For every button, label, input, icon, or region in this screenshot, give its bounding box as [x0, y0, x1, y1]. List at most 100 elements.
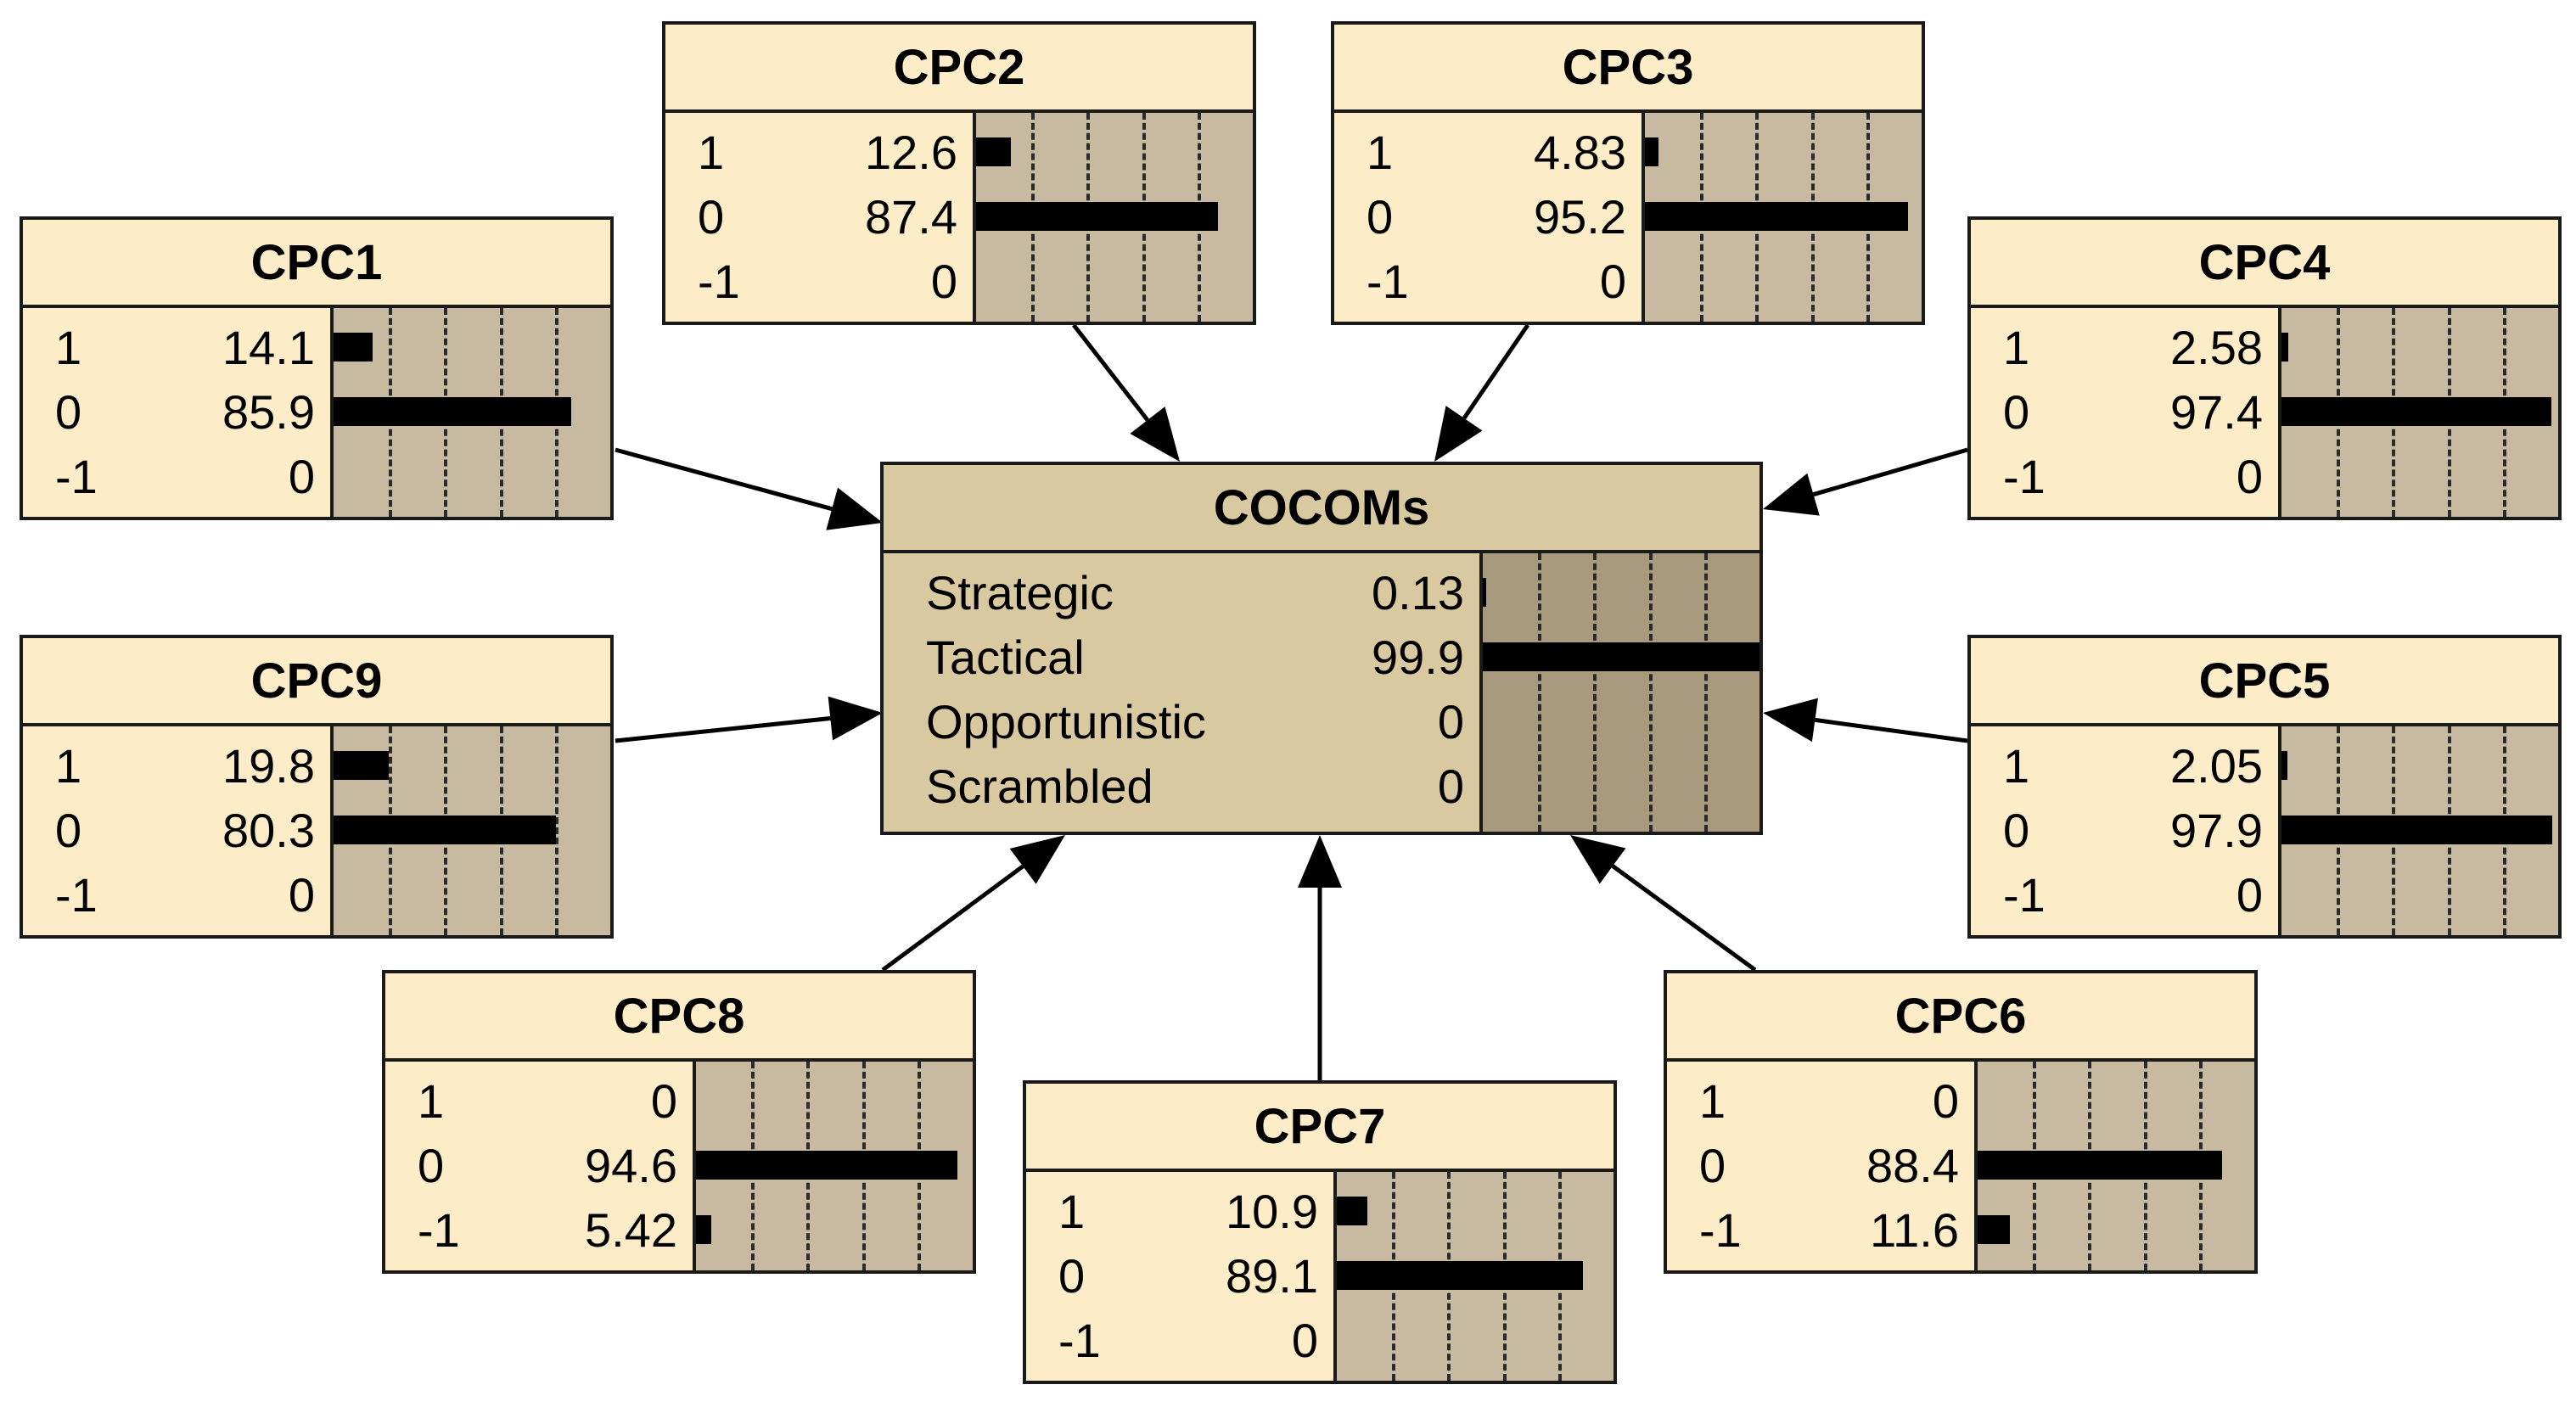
edge-line	[1815, 717, 1968, 743]
bar-gridline	[1593, 553, 1597, 832]
state-label: 0	[418, 1139, 445, 1192]
node-title: CPC1	[23, 220, 610, 308]
probability-bar	[334, 397, 572, 426]
arrowhead	[1763, 473, 1820, 516]
state-value: 2.58	[2170, 321, 2263, 374]
edge-cpc9-cocoms	[615, 696, 883, 743]
edge-line	[615, 715, 831, 743]
edge-line	[1611, 864, 1757, 973]
probability-bar	[696, 1151, 958, 1180]
state-value: 97.4	[2170, 385, 2263, 439]
probability-bars	[334, 308, 610, 517]
state-label: Strategic	[926, 566, 1114, 619]
state-row: -1 0	[1971, 862, 2278, 927]
state-label: -1	[418, 1203, 460, 1257]
state-value: 19.8	[222, 739, 315, 793]
state-label: 1	[1367, 126, 1394, 179]
state-label: -1	[1058, 1314, 1101, 1367]
edge-line	[881, 864, 1024, 973]
state-label: 1	[1058, 1185, 1086, 1238]
state-label: -1	[1699, 1203, 1742, 1257]
probability-bar	[2281, 816, 2553, 844]
state-label: 1	[1699, 1074, 1726, 1128]
edge-line	[1072, 323, 1149, 422]
state-label: 0	[2003, 385, 2030, 439]
node-title: CPC4	[1971, 220, 2558, 308]
edge-cpc7-cocoms	[1298, 835, 1342, 1080]
state-label: 1	[698, 126, 725, 179]
state-value: 0	[2236, 868, 2263, 922]
edge-cpc1-cocoms	[615, 447, 883, 530]
probability-bars	[2281, 726, 2558, 935]
probability-bars	[976, 113, 1253, 322]
state-label: 1	[2003, 739, 2030, 793]
state-label: 0	[2003, 804, 2030, 857]
state-value: 88.4	[1866, 1139, 1959, 1192]
state-row: -1 5.42	[385, 1197, 693, 1262]
state-label: -1	[55, 868, 98, 922]
state-value: 5.42	[585, 1203, 677, 1257]
probability-bar	[2281, 751, 2287, 780]
probability-bar	[1337, 1261, 1584, 1290]
edge-line	[615, 447, 833, 512]
node-title: CPC7	[1026, 1084, 1614, 1172]
state-label: 0	[55, 804, 82, 857]
arrowhead	[1298, 835, 1342, 888]
node-title: CPC9	[23, 638, 610, 726]
probability-bars	[1337, 1172, 1614, 1381]
probability-bar	[976, 137, 1012, 166]
state-label: -1	[2003, 868, 2046, 922]
state-value: 0	[1437, 760, 1464, 813]
state-label: Opportunistic	[926, 695, 1206, 748]
probability-bar	[2281, 333, 2289, 362]
state-value: 89.1	[1226, 1249, 1318, 1303]
probability-bar	[1978, 1215, 2010, 1244]
probability-bar	[2281, 397, 2551, 426]
probability-bar	[696, 1215, 711, 1244]
probability-bars	[2281, 308, 2558, 517]
edge-line	[1462, 323, 1530, 420]
state-value: 12.6	[865, 126, 957, 179]
state-value: 80.3	[222, 804, 315, 857]
node-title: CPC2	[665, 25, 1253, 113]
probability-bar	[334, 751, 389, 780]
state-label: Scrambled	[926, 760, 1153, 813]
state-value: 94.6	[585, 1139, 677, 1192]
bar-gridline	[554, 726, 558, 935]
state-value: 95.2	[1534, 190, 1626, 244]
state-label: 0	[55, 385, 82, 439]
